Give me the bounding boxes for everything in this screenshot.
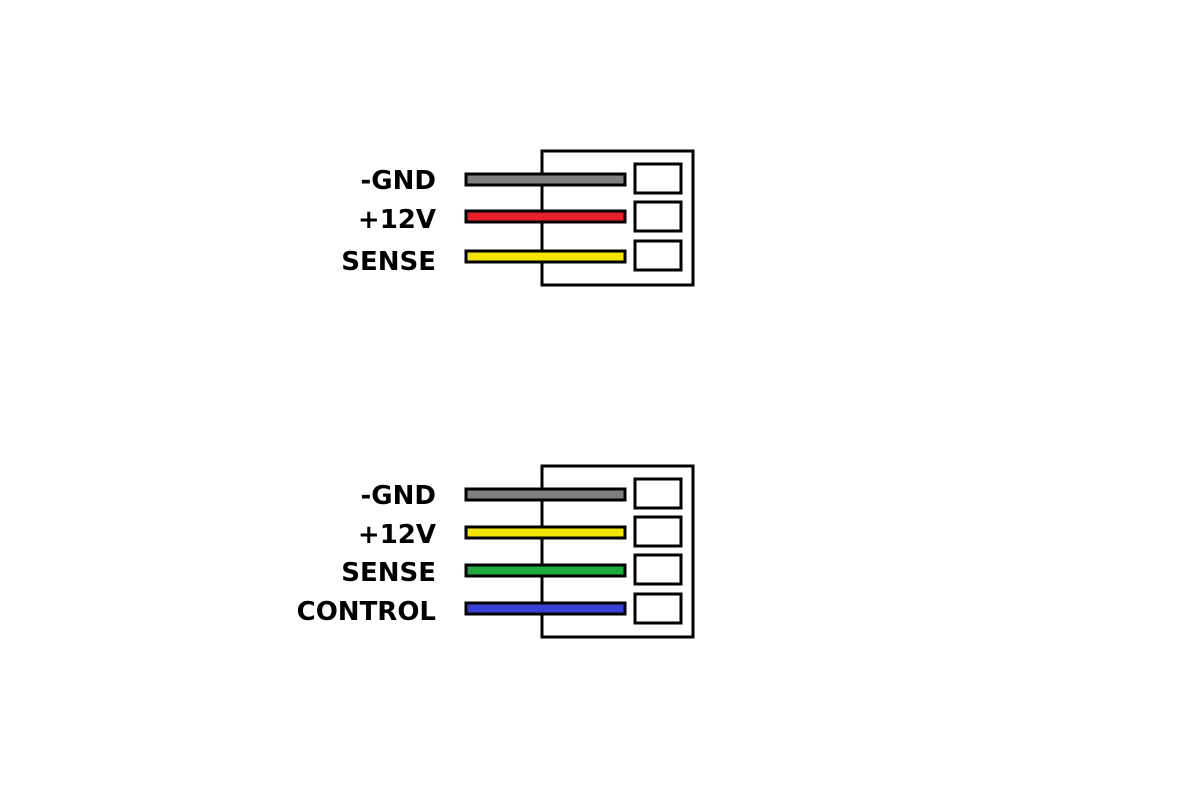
wire xyxy=(464,249,627,264)
pin-row: +12V xyxy=(358,200,683,235)
wire xyxy=(464,209,627,224)
pin-label: -GND xyxy=(361,166,436,196)
pin-row: -GND xyxy=(361,162,683,196)
connector-3-pin: -GND +12V SENSE xyxy=(341,149,695,287)
pin-label: CONTROL xyxy=(297,597,436,627)
wire xyxy=(464,172,627,187)
connector-4-pin: -GND +12V SENSE CONTROL xyxy=(297,464,695,639)
pin-contact xyxy=(633,162,683,195)
pin-label: +12V xyxy=(358,205,436,235)
pin-contact xyxy=(633,592,683,625)
pin-contact xyxy=(633,515,683,548)
wire xyxy=(464,563,627,578)
pin-contact xyxy=(633,553,683,586)
wire xyxy=(464,487,627,502)
pin-contact xyxy=(633,239,683,272)
pin-label: SENSE xyxy=(341,247,436,277)
pin-row: CONTROL xyxy=(297,592,683,627)
pin-contact xyxy=(633,477,683,510)
wire xyxy=(464,601,627,616)
pin-label: -GND xyxy=(361,481,436,511)
pin-label: +12V xyxy=(358,520,436,550)
wire xyxy=(464,525,627,540)
pin-row: -GND xyxy=(361,477,683,511)
pin-row: +12V xyxy=(358,515,683,550)
pin-label: SENSE xyxy=(341,558,436,588)
pin-contact xyxy=(633,200,683,233)
pin-row: SENSE xyxy=(341,239,683,277)
pin-row: SENSE xyxy=(341,553,683,588)
